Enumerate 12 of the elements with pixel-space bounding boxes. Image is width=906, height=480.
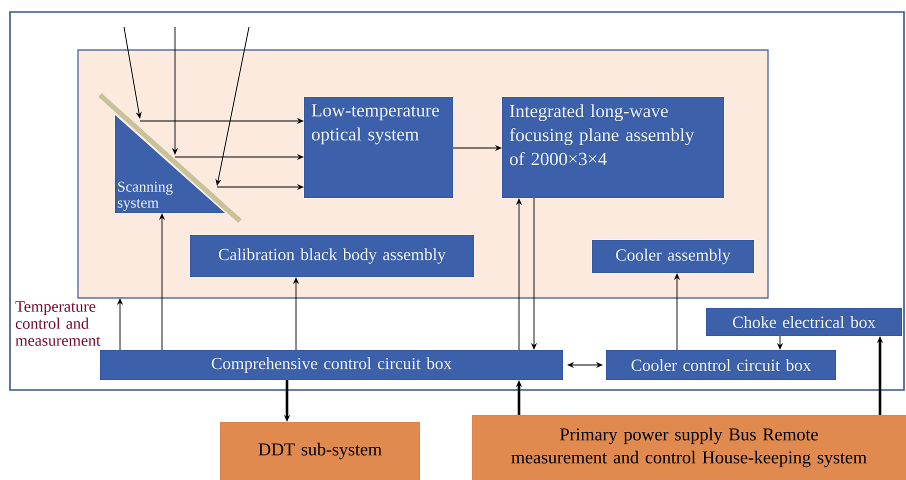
process-box: Low-temperature optical system	[304, 97, 453, 198]
system-box: Primary power supply Bus Remote measurement and control House-keeping system	[472, 415, 906, 480]
system-box: DDT sub-system	[220, 422, 420, 480]
process-box: Calibration black body assembly	[190, 235, 474, 277]
edge-label: Temperature control and measurement	[14, 300, 114, 347]
process-box: Cooler control circuit box	[606, 350, 836, 380]
process-box: Choke electrical box	[706, 308, 902, 336]
process-box: Comprehensive control circuit box	[100, 350, 563, 380]
outer-frame	[9, 11, 905, 391]
process-box: Cooler assembly	[592, 240, 754, 273]
scanning-triangle: Scanning system	[115, 115, 225, 213]
process-box: Integrated long-wave focusing plane assembly of 2000×3×4	[502, 97, 724, 198]
